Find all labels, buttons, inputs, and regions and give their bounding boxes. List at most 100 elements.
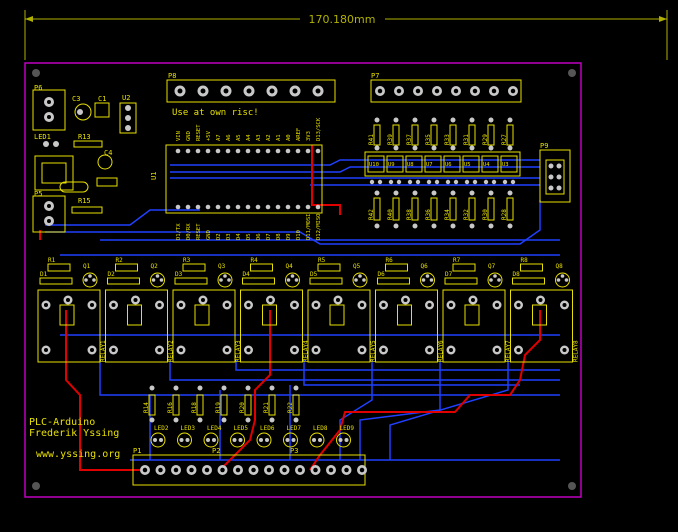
led-body [203,432,219,448]
u1-bottom-pin-label: D9 [286,233,292,240]
p8-pad [220,85,232,97]
u1-bottom-pin-label: D10 [296,230,302,240]
u1-pin [315,148,321,154]
p8-pad [174,85,186,97]
resistor-body [449,197,457,221]
led-resistor-pad [197,417,203,423]
relay-pad [266,295,275,305]
resistor-body [411,124,419,146]
resistor-pad [393,117,399,123]
terminal-pad [264,465,274,475]
transistor-pin [564,278,569,282]
opto-body [462,155,480,173]
relay-label: RELAY8 [573,340,580,362]
opto-pin [396,179,402,185]
relay-pad [401,295,410,305]
transistor-pin [556,278,561,282]
resistor-body [373,124,381,146]
resistor-body [430,124,438,146]
relay-pad [109,345,118,355]
board-outline [24,62,582,498]
u1-pin [175,204,181,210]
led-pin [338,438,343,442]
relay-body [442,289,506,363]
u1-pin [305,204,311,210]
led-resistor-body [292,394,300,416]
u1-bottom-pin-label: GND [206,230,212,240]
u1-pin [225,148,231,154]
u1-top-pin-label: AREF [296,128,302,141]
opto-body [386,155,404,173]
u1-bottom-pin-label: D4 [236,233,242,240]
opto-body [367,155,385,173]
relay-coil [329,304,345,326]
relay-pad [87,345,97,355]
led-pin [159,438,163,442]
led-resistor-pad [173,385,179,391]
resistor-pad [412,190,418,196]
opto-body [405,155,423,173]
relay-body [105,289,168,363]
transistor-pin [219,278,223,282]
led-body [177,432,192,448]
led-resistor-pad [197,385,203,391]
relay-resistor-label: R3 [183,257,191,264]
u1-pin [265,148,271,154]
opto-pin [415,179,421,185]
svg-text:C1: C1 [98,95,106,103]
u1-pin [235,204,241,210]
diode-label: D8 [513,271,521,278]
resistor-pad [374,117,380,123]
relay-pad [425,300,434,310]
led-pin [185,438,190,442]
led-resistor-body [196,394,204,416]
diode-label: D3 [175,271,183,278]
resistor-pad [469,190,475,196]
resistor-label: R31 [463,134,470,145]
resistor-pad [450,117,456,123]
u1-top-pin-label: A5 [236,134,242,141]
resistor-pad [469,117,475,123]
u1-pin [185,204,191,210]
resistor-pad [488,117,494,123]
power-section: P6 C3 C1 U2 LED1 R13 C4 P5 R15 [32,84,137,233]
relay-pad [176,300,186,310]
led-pin [259,438,263,442]
transistor-pin [223,274,227,278]
led-resistor-pad [269,417,275,423]
resistor-body [449,124,457,146]
transistor-body [285,272,300,288]
led-label: LED6 [260,425,275,432]
relay-body [307,289,371,363]
u1-top-pin-label: 3V3 [306,131,312,141]
resistor-body [506,197,514,221]
relay-resistor-body [385,263,408,272]
relay-pad [176,345,186,355]
transistor-label: Q7 [488,263,496,270]
diode-body [444,277,478,285]
led-pin [318,438,322,442]
relay-resistor-label: R7 [453,257,461,264]
opto-pin [453,179,459,185]
transistor-pin [362,278,366,282]
resistor-pad [412,223,418,229]
resistor-body [487,124,495,146]
relay-pad [109,300,118,310]
led-resistor-label: R22 [287,402,294,413]
diode-label: D5 [310,271,318,278]
led-body [283,432,298,448]
p7-pad [394,86,404,96]
u1-pin [205,148,211,154]
led-resistor-pad [293,385,299,391]
relay-block: R1Q1D1RELAY1R2Q2D2RELAY2R3Q3D3RELAY3R4Q4… [37,257,580,363]
bottom-copper-traces [45,159,560,461]
relay-resistor-body [452,263,476,272]
resistor-pad [488,223,494,229]
led-pin [238,438,243,442]
relay-pad [425,345,434,355]
relay-pad [311,300,321,310]
relay-pad [536,295,545,305]
transistor-pin [358,274,362,278]
relay-label: RELAY7 [505,340,512,362]
